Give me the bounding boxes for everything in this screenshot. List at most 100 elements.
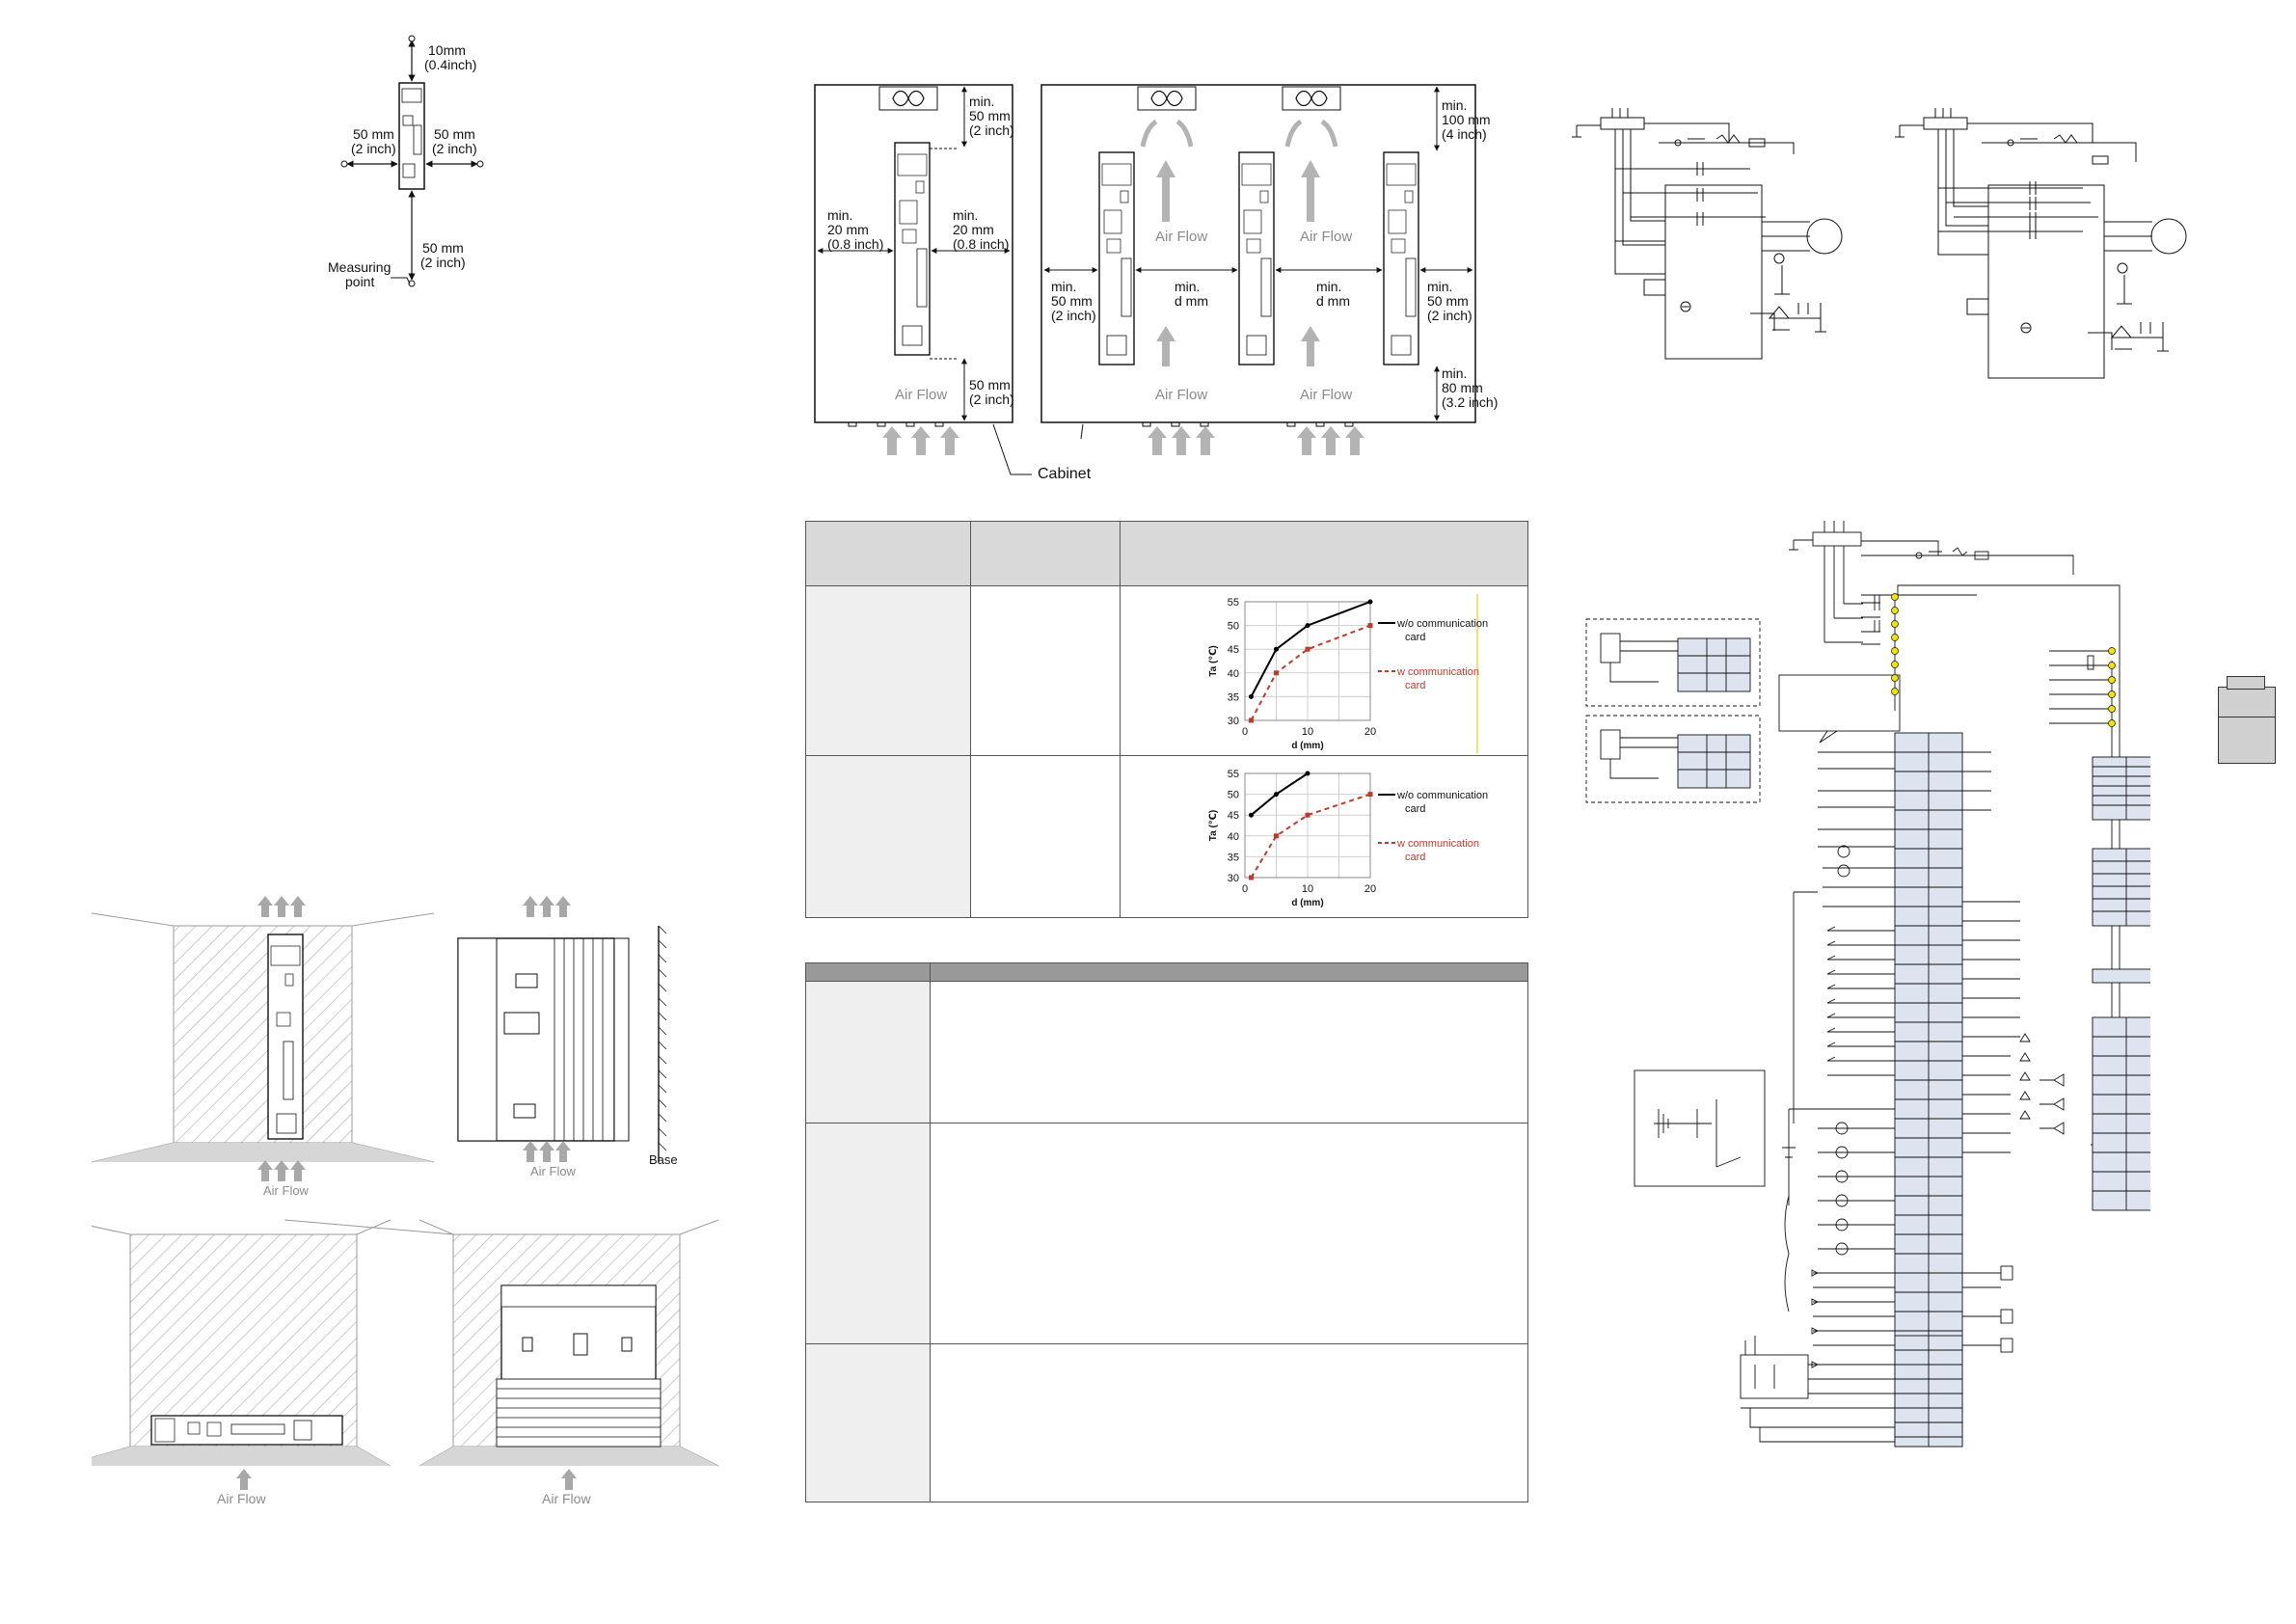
power-wiring-drawing bbox=[1572, 108, 2187, 379]
mounting-drawing bbox=[62, 896, 719, 1490]
top-gap-label: 10mm bbox=[428, 42, 466, 58]
series-point bbox=[1274, 646, 1279, 652]
spec-col-divider bbox=[930, 963, 931, 1502]
cab-top-mm: 50 mm bbox=[969, 108, 1011, 123]
y-tick-label: 35 bbox=[1228, 691, 1239, 703]
x-axis-label: d (mm) bbox=[1291, 898, 1323, 908]
multi-top-inch: (4 inch) bbox=[1442, 126, 1487, 142]
x-tick-label: 0 bbox=[1242, 726, 1248, 738]
multi-bottom-inch: (3.2 inch) bbox=[1442, 394, 1499, 410]
x-tick-label: 10 bbox=[1302, 726, 1313, 738]
terminal-dots bbox=[1891, 593, 2116, 727]
legend-label: w communication bbox=[1396, 666, 1479, 678]
series-point bbox=[1249, 693, 1254, 699]
cabinet-drawing bbox=[814, 84, 1476, 475]
derating-col1-grey bbox=[806, 586, 970, 917]
multi-right-mm: 50 mm bbox=[1427, 293, 1469, 309]
multi-airflow-1: Air Flow bbox=[1155, 229, 1208, 245]
legend-label-cont: card bbox=[1405, 852, 1425, 863]
control-wiring-drawing bbox=[1585, 521, 2166, 1448]
legend-label: w communication bbox=[1396, 838, 1479, 850]
multi-right-min: min. bbox=[1427, 279, 1453, 294]
series-point bbox=[1249, 875, 1254, 880]
plot-frame bbox=[1244, 601, 1371, 721]
mount-airflow-1: Air Flow bbox=[263, 1183, 309, 1198]
y-tick-label: 40 bbox=[1228, 831, 1239, 843]
series-point bbox=[1305, 812, 1310, 818]
single-drive-drawing bbox=[340, 35, 484, 287]
single-drive-clearance-figure: 10mm (0.4inch) 50 mm (2 inch) 50 mm (2 i… bbox=[318, 19, 511, 299]
x-tick-label: 20 bbox=[1364, 726, 1376, 738]
power-wiring-b bbox=[1895, 108, 2187, 379]
cab-right-mm: 20 mm bbox=[953, 222, 994, 237]
mounting-figure: Air Flow Air Flow Base Air Flow Air Flow bbox=[62, 882, 747, 1509]
control-wiring-diagram bbox=[1572, 516, 2166, 1480]
gap2-min: min. bbox=[1316, 279, 1342, 294]
y-tick-label: 55 bbox=[1228, 597, 1239, 609]
multi-airflow-2: Air Flow bbox=[1300, 229, 1353, 245]
derating-highlight-line bbox=[1476, 594, 1478, 753]
spec-table bbox=[805, 962, 1528, 1502]
cabinet-label: Cabinet bbox=[1038, 466, 1092, 482]
legend-label: w/o communication bbox=[1396, 790, 1488, 801]
y-tick-label: 55 bbox=[1228, 769, 1239, 780]
multi-left-mm: 50 mm bbox=[1051, 293, 1093, 309]
gap1-d: d mm bbox=[1175, 293, 1208, 309]
cab-top-inch: (2 inch) bbox=[969, 122, 1014, 138]
x-tick-label: 20 bbox=[1364, 883, 1376, 895]
cab-left-mm: 20 mm bbox=[827, 222, 869, 237]
multi-airflow-4: Air Flow bbox=[1300, 387, 1353, 403]
series-point bbox=[1367, 792, 1373, 798]
series-point bbox=[1249, 812, 1254, 818]
derating-table: 30 35 40 45 50 55 0 10 20 d (mm) Ta (℃) w/o communi… bbox=[805, 521, 1528, 918]
derating-col-divider-2 bbox=[1120, 522, 1121, 917]
measuring-label: Measuring bbox=[328, 259, 392, 275]
series-point bbox=[1305, 646, 1310, 652]
multi-top-min: min. bbox=[1442, 97, 1468, 113]
derating-header-row bbox=[806, 522, 1527, 586]
x-tick-label: 10 bbox=[1302, 883, 1313, 895]
derating-row-divider bbox=[806, 755, 1527, 756]
cab-left-inch: (0.8 inch) bbox=[827, 236, 884, 252]
derating-col-divider-1 bbox=[970, 522, 971, 917]
series-point bbox=[1305, 771, 1310, 776]
point-label: point bbox=[345, 274, 375, 289]
series-line bbox=[1250, 624, 1371, 721]
cab-airflow-label: Air Flow bbox=[895, 387, 948, 403]
cab-bottom-mm: 50 mm bbox=[969, 377, 1011, 392]
top-gap-inch-label: (0.4inch) bbox=[424, 57, 477, 72]
series-point bbox=[1274, 670, 1279, 676]
series-point bbox=[1367, 623, 1373, 629]
series-point bbox=[1274, 833, 1279, 839]
multi-airflow-3: Air Flow bbox=[1155, 387, 1208, 403]
legend-label: w/o communication bbox=[1396, 618, 1488, 630]
spec-header-row bbox=[806, 963, 1527, 982]
y-axis-label: Ta (℃) bbox=[1208, 645, 1219, 676]
legend-label-cont: card bbox=[1405, 632, 1425, 643]
y-tick-label: 50 bbox=[1228, 790, 1239, 801]
x-tick-label: 0 bbox=[1242, 883, 1248, 895]
y-tick-label: 45 bbox=[1228, 810, 1239, 822]
y-tick-label: 30 bbox=[1228, 873, 1239, 884]
y-tick-label: 40 bbox=[1228, 668, 1239, 680]
y-tick-label: 45 bbox=[1228, 644, 1239, 656]
spec-col1-grey bbox=[806, 982, 930, 1502]
spec-row-divider-2 bbox=[806, 1343, 1527, 1344]
encoder-connector-top bbox=[2227, 676, 2265, 690]
series-line bbox=[1250, 601, 1371, 697]
mount-airflow-2: Air Flow bbox=[530, 1164, 576, 1178]
right-gap-inch-label: (2 inch) bbox=[432, 141, 477, 156]
cab-right-inch: (0.8 inch) bbox=[953, 236, 1010, 252]
cab-bottom-inch: (2 inch) bbox=[969, 392, 1014, 407]
gap2-d: d mm bbox=[1316, 293, 1350, 309]
power-wiring-a bbox=[1572, 108, 1843, 360]
mount-airflow-3: Air Flow bbox=[217, 1491, 266, 1506]
series-point bbox=[1305, 623, 1310, 629]
cabinet-clearance-figure: min. 50 mm (2 inch) min. 20 mm (0.8 inch… bbox=[810, 77, 1498, 501]
power-wiring-diagrams bbox=[1562, 96, 2276, 395]
left-gap-inch-label: (2 inch) bbox=[351, 141, 396, 156]
gap1-min: min. bbox=[1175, 279, 1201, 294]
legend-label-cont: card bbox=[1405, 803, 1425, 815]
y-tick-label: 50 bbox=[1228, 621, 1239, 633]
